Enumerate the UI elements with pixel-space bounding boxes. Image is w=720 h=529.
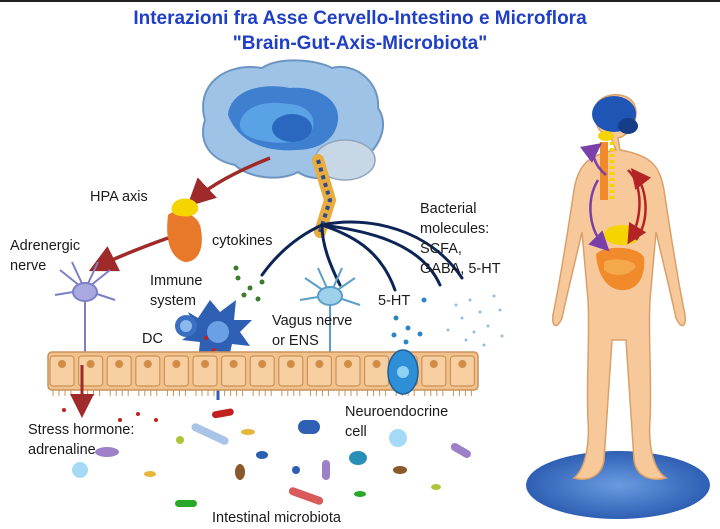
label-bacterial-3: SCFA, <box>420 241 462 257</box>
cell-nucleus <box>286 359 295 369</box>
hpa-arrow <box>186 156 271 207</box>
label-neuroendocrine-2: cell <box>345 424 367 440</box>
cell-nucleus <box>343 359 353 369</box>
label-vagus-2: or ENS <box>272 333 319 349</box>
label-stress-2: adrenaline <box>28 442 96 458</box>
cell-nucleus <box>200 359 210 369</box>
cell-nucleus <box>315 359 324 369</box>
epithelial-cell <box>278 355 304 387</box>
vagus-nerve-branches <box>260 220 464 292</box>
cell-nucleus <box>172 359 181 369</box>
bacterial-molecule-dots <box>446 294 504 347</box>
cytokine-dots <box>233 265 265 302</box>
label-5ht: 5-HT <box>378 293 410 309</box>
epithelial-cell <box>135 355 161 387</box>
label-intestinal-microbiota: Intestinal microbiota <box>212 510 342 526</box>
epithelial-cell <box>249 355 275 387</box>
cell-nucleus <box>458 359 467 369</box>
epithelial-cell <box>49 355 75 387</box>
label-dc: DC <box>142 331 163 347</box>
epithelial-cell <box>221 355 247 387</box>
adrenal-gland-icon <box>167 198 202 262</box>
epithelial-cell <box>421 355 447 387</box>
cell-nucleus <box>372 359 381 369</box>
epithelial-cell <box>77 355 104 387</box>
label-immune-2: system <box>150 293 196 309</box>
cell-nucleus <box>57 359 67 369</box>
label-bacterial-2: molecules: <box>420 221 489 237</box>
brain-icon <box>202 59 384 238</box>
label-immune-1: Immune <box>150 273 202 289</box>
intestinal-epithelium <box>47 349 479 396</box>
serotonin-dots <box>391 297 427 345</box>
dendritic-cell-icon <box>175 300 252 400</box>
vagus-neuron-icon <box>299 267 361 355</box>
adrenergic-arrow <box>88 236 169 272</box>
title-line-1: Interazioni fra Asse Cervello-Intestino … <box>133 8 587 29</box>
label-adrenergic-1: Adrenergic <box>10 238 80 254</box>
label-stress-1: Stress hormone: <box>28 422 134 438</box>
epithelial-cell <box>449 355 475 387</box>
epithelial-cell <box>335 355 361 387</box>
label-bacterial-1: Bacterial <box>420 201 476 217</box>
title-line-2: "Brain-Gut-Axis-Microbiota" <box>233 33 487 54</box>
epithelial-cell <box>106 355 132 387</box>
label-bacterial-4: GABA, 5-HT <box>420 261 501 277</box>
label-hpa-axis: HPA axis <box>90 189 148 205</box>
label-vagus-1: Vagus nerve <box>272 313 352 329</box>
adrenergic-neuron-icon <box>54 261 116 355</box>
cell-nucleus <box>143 359 152 369</box>
cell-nucleus <box>115 359 124 369</box>
cell-nucleus <box>229 359 238 369</box>
microbiota-icons <box>62 408 471 507</box>
epithelial-cell <box>306 355 332 387</box>
cell-nucleus <box>86 359 95 369</box>
cell-nucleus <box>258 359 267 369</box>
epithelial-cell <box>192 355 218 387</box>
epithelial-cell <box>163 355 189 387</box>
label-adrenergic-2: nerve <box>10 258 46 274</box>
human-body-figure <box>526 94 710 519</box>
label-neuroendocrine-1: Neuroendocrine <box>345 404 448 420</box>
label-cytokines: cytokines <box>212 233 272 249</box>
cell-nucleus <box>429 359 438 369</box>
